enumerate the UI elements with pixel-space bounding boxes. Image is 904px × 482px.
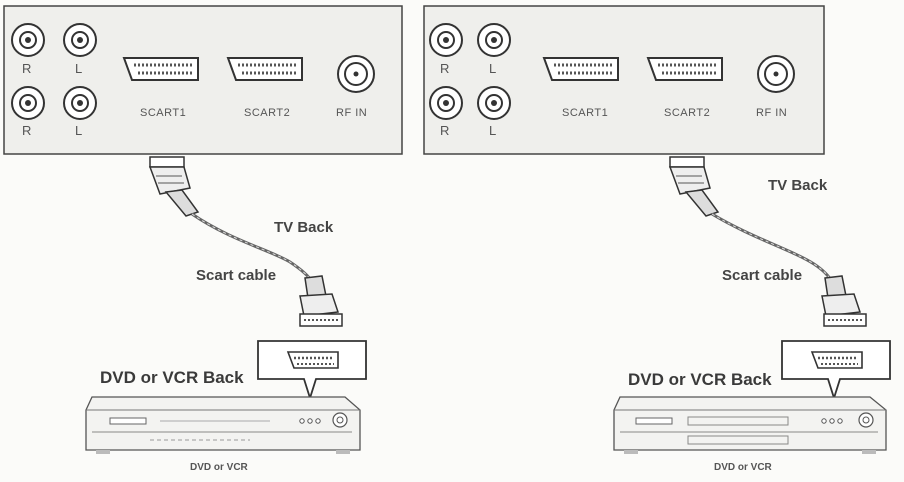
device-scart-callout: [257, 340, 367, 401]
scart2-socket-icon: [646, 57, 723, 81]
dvd-vcr-device: [85, 396, 361, 454]
tv-back-label: TV Back: [274, 219, 334, 236]
rf-in-label: RF IN: [756, 107, 788, 119]
scart2-label: SCART2: [244, 107, 291, 119]
scart2-label: SCART2: [664, 107, 711, 119]
jack-label-r-bottom: R: [440, 123, 450, 138]
rca-jack-l-top-icon: [63, 23, 97, 57]
scart-plug-bottom-icon: [299, 275, 343, 327]
rca-jack-l-bottom-icon: [63, 86, 97, 120]
rca-jack-r-top-icon: [11, 23, 45, 57]
scart-plug-bottom-icon: [821, 275, 867, 327]
rf-in-label: RF IN: [336, 107, 368, 119]
connection-diagram-2: R L R L SCART1 SCART2 RF IN TV Back Scar…: [423, 0, 904, 482]
connection-diagram-1: R L R L SCART1 SCART2 RF IN TV Back Scar…: [3, 5, 403, 473]
scart1-socket-icon: [542, 57, 619, 81]
scart2-socket-icon: [226, 57, 303, 81]
device-back-label: DVD or VCR Back: [628, 370, 772, 389]
jack-label-r-top: R: [440, 61, 450, 76]
rca-jack-r-bottom-icon: [11, 86, 45, 120]
jack-label-l-top: L: [75, 61, 83, 76]
diagram-2-graphics: [423, 5, 891, 454]
device-back-label: DVD or VCR Back: [100, 368, 244, 387]
jack-label-r-bottom: R: [22, 123, 32, 138]
rca-jack-r-top-icon: [429, 23, 463, 57]
scart-plug-top-icon: [148, 156, 200, 217]
rca-jack-l-top-icon: [477, 23, 511, 57]
rf-in-socket-icon: [337, 55, 375, 93]
scart1-label: SCART1: [562, 107, 609, 119]
rf-in-socket-icon: [757, 55, 795, 93]
scart-plug-top-icon: [668, 156, 720, 217]
jack-label-r-top: R: [22, 61, 32, 76]
diagram-1-graphics: [3, 5, 403, 454]
scart1-label: SCART1: [140, 107, 187, 119]
scart-cable-label: Scart cable: [196, 267, 277, 284]
rca-jack-l-bottom-icon: [477, 86, 511, 120]
jack-label-l-bottom: L: [75, 123, 83, 138]
rca-jack-r-bottom-icon: [429, 86, 463, 120]
jack-label-l-top: L: [489, 61, 497, 76]
dvd-vcr-device: [613, 396, 887, 454]
tv-back-label: TV Back: [768, 177, 828, 194]
scart-cable-label: Scart cable: [722, 267, 803, 284]
jack-label-l-bottom: L: [489, 123, 497, 138]
device-label: DVD or VCR: [190, 462, 248, 473]
device-label: DVD or VCR: [714, 462, 772, 473]
scart1-socket-icon: [122, 57, 199, 81]
device-scart-callout: [781, 340, 891, 401]
